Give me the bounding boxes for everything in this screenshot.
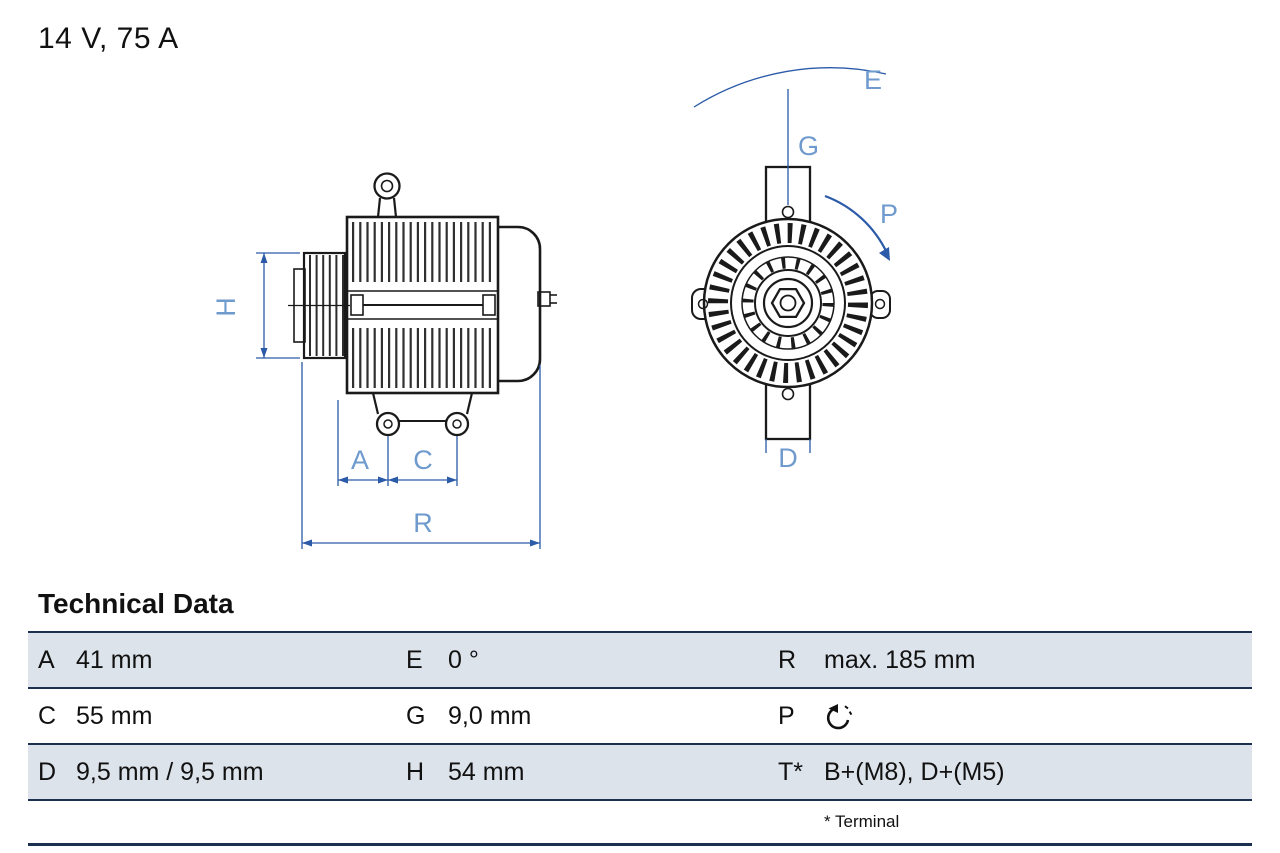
fan-slots-ring <box>742 257 834 349</box>
bottom-mounting-lugs <box>371 392 474 437</box>
dim-label-d: D <box>778 443 798 473</box>
side-view <box>288 172 557 437</box>
rotation-ccw-icon <box>826 703 853 729</box>
technical-data-heading: Technical Data <box>38 588 234 619</box>
front-view <box>691 165 891 441</box>
dim-label-e: E <box>864 65 882 95</box>
table-row: D 9,5 mm / 9,5 mm H 54 mm T* B+(M8), D+(… <box>28 745 1252 801</box>
pulley <box>288 251 350 360</box>
footnote-row: * Terminal <box>28 801 1252 846</box>
dim-key: T* <box>778 757 803 786</box>
shaft-hex-nut <box>770 287 806 319</box>
dim-key: R <box>778 645 797 674</box>
dim-key: C <box>38 701 57 730</box>
dim-label-a: A <box>351 445 369 475</box>
dim-key: G <box>406 701 426 730</box>
technical-data-table: A 41 mm E 0 ° R max. 185 mm C 55 mm G 9,… <box>28 631 1252 846</box>
dim-value: B+(M8), D+(M5) <box>824 757 1005 786</box>
dim-value: 9,5 mm / 9,5 mm <box>76 757 264 786</box>
dimension-labels: H A C R E G P D <box>211 65 898 538</box>
dim-label-r: R <box>413 508 433 538</box>
dim-label-p: P <box>880 199 898 229</box>
dim-label-g: G <box>798 131 819 161</box>
dim-value: max. 185 mm <box>824 645 976 674</box>
alternator-body <box>345 215 500 395</box>
rear-cover <box>497 217 557 393</box>
dim-key: A <box>38 645 55 674</box>
stator-slots-ring <box>708 223 868 383</box>
rotation-direction-value <box>824 701 1252 730</box>
dim-key: H <box>406 757 425 786</box>
rating-title: 14 V, 75 A <box>38 22 179 55</box>
dim-value: 55 mm <box>76 701 153 730</box>
dim-value: 0 ° <box>448 645 479 674</box>
dim-label-c: C <box>413 445 433 475</box>
terminal-footnote: * Terminal <box>824 812 900 831</box>
dimension-arrowheads <box>260 247 890 547</box>
table-row: C 55 mm G 9,0 mm P <box>28 689 1252 745</box>
top-mounting-lug <box>373 172 401 218</box>
dim-key: D <box>38 757 57 786</box>
dim-key: P <box>778 701 795 730</box>
dim-key: E <box>406 645 423 674</box>
dim-value: 41 mm <box>76 645 153 674</box>
dim-value: 9,0 mm <box>448 701 532 730</box>
dim-value: 54 mm <box>448 757 525 786</box>
dim-label-h: H <box>211 297 241 317</box>
table-row: A 41 mm E 0 ° R max. 185 mm <box>28 633 1252 689</box>
technical-drawing: H A C R E G P D <box>211 65 898 549</box>
